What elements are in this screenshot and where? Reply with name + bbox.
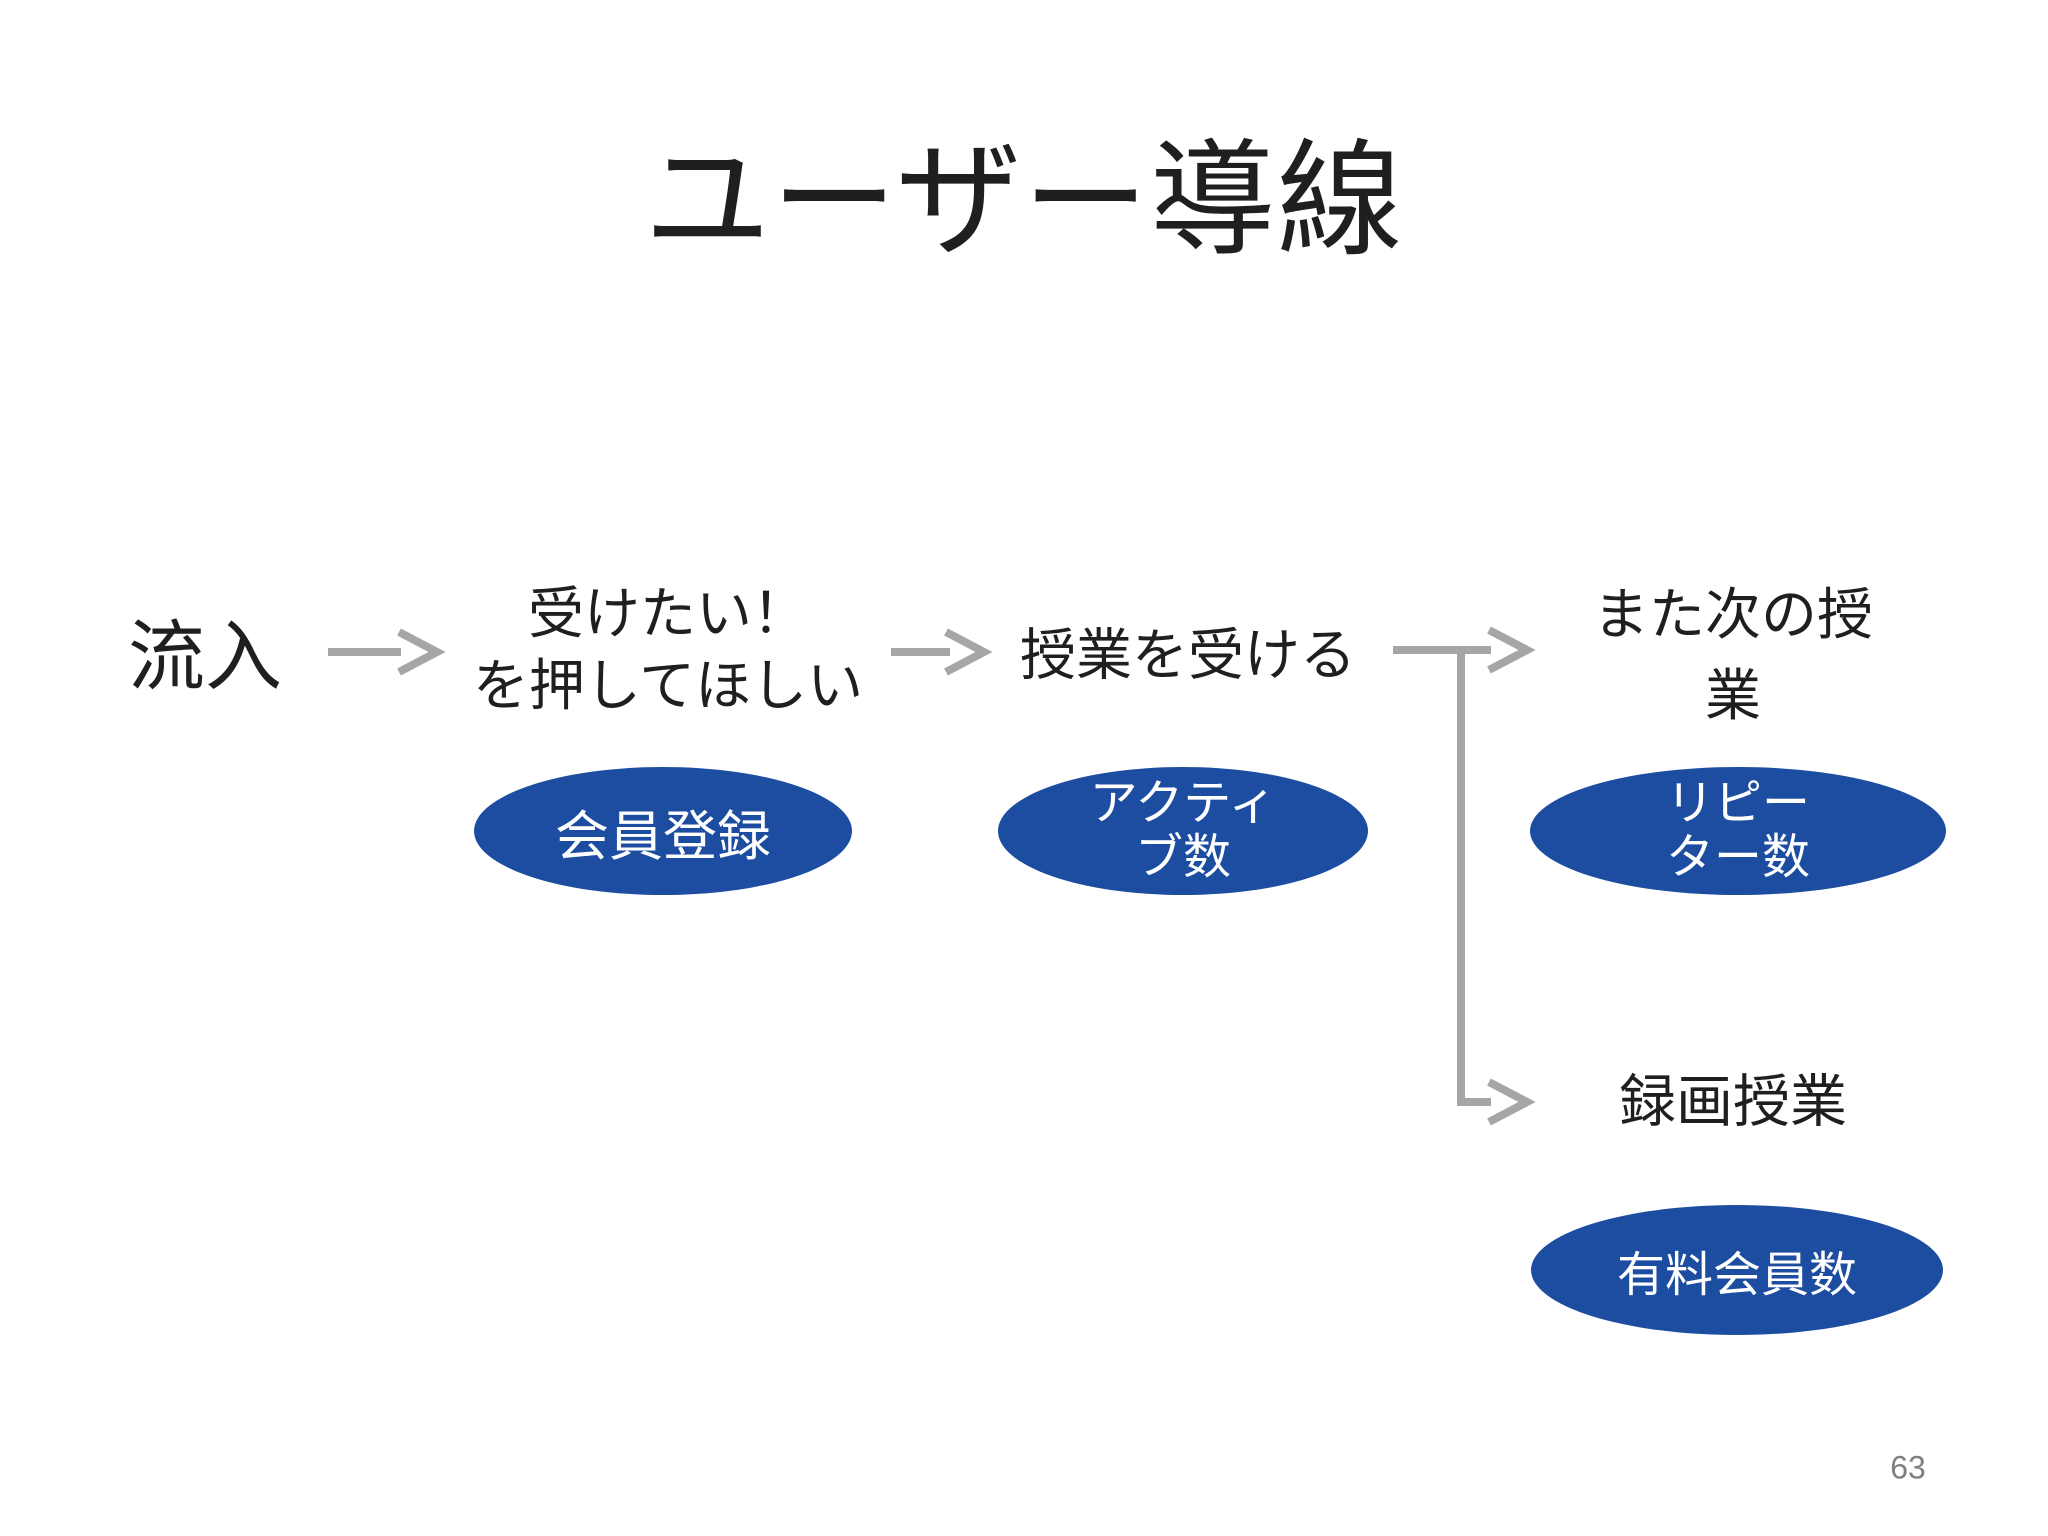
metric-label-repeater-count: リピー ター数 (1665, 777, 1810, 884)
metric-label-active-count: アクティ ブ数 (1089, 777, 1277, 884)
page-number: 63 (1890, 1449, 1926, 1486)
slide-title: ユーザー導線 (644, 130, 1404, 271)
metric-label-registration: 会員登録 (555, 806, 771, 867)
flow-step-recorded-class: 録画授業 (1619, 1070, 1847, 1134)
flow-step-next-class: また次の授業 (1593, 583, 1873, 727)
arrow-branch-to-recorded-class (1457, 650, 1536, 1126)
metric-ellipse-registration: 会員登録 (474, 767, 852, 895)
metric-label-paid-members: 有料会員数 (1616, 1249, 1857, 1302)
arrow-take-class-to-next-class (1393, 626, 1536, 674)
flow-step-take-class: 授業を受ける (1020, 623, 1356, 687)
flow-step-inflow: 流入 (128, 614, 282, 701)
metric-ellipse-repeater-count: リピー ター数 (1530, 767, 1946, 895)
metric-ellipse-active-count: アクティ ブ数 (998, 767, 1368, 895)
metric-ellipse-paid-members: 有料会員数 (1531, 1205, 1943, 1335)
arrow-inflow-to-cta (328, 628, 446, 676)
flow-step-cta: 受けたい！ を押してほしい (472, 582, 864, 717)
arrow-cta-to-take-class (891, 628, 993, 676)
